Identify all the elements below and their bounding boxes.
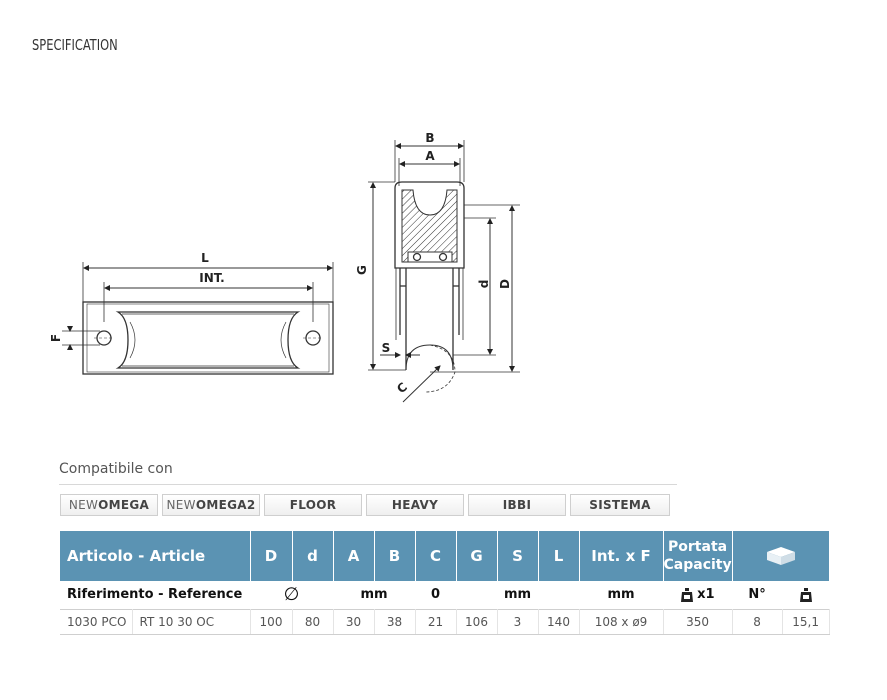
subheader-reference: Riferimento - Reference [67, 587, 243, 603]
dim-label-C: C [394, 380, 410, 397]
header-d: d [292, 531, 334, 581]
dim-label-B: B [425, 131, 434, 145]
section-view [368, 140, 520, 403]
compatible-label: Compatibile con [59, 461, 173, 477]
subheader-zero: 0 [430, 587, 441, 603]
cell-D: 100 [250, 608, 293, 635]
subheader-weight [782, 581, 829, 609]
header-L: L [538, 531, 580, 581]
header-int: Int. x F [579, 531, 664, 581]
header-package [732, 531, 830, 581]
cell-S: 3 [497, 608, 539, 635]
header-G: G [456, 531, 498, 581]
compat-button-ibbi[interactable]: IBBI [468, 494, 566, 516]
side-view [62, 262, 334, 375]
table-header-row: Articolo - Article D d A B C G S L Int. … [60, 531, 830, 581]
header-capacity: Portata Capacity [663, 531, 733, 581]
weight-x1-text: x1 [697, 587, 715, 603]
compat-button-bold-text: OMEGA2 [195, 498, 256, 512]
compat-button-sistema[interactable]: SISTEMA [570, 494, 670, 516]
compat-button-light-text: NEW [68, 498, 99, 512]
table-row: 1030 PCO RT 10 30 OC 100 80 30 38 21 106… [60, 608, 830, 635]
cell-ref: RT 10 30 OC [132, 608, 251, 635]
cell-weight: 15,1 [782, 608, 830, 635]
section-title: SPECIFICATION [32, 36, 118, 54]
compat-button-heavy[interactable]: HEAVY [366, 494, 464, 516]
dim-label-F: F [49, 334, 63, 342]
cell-G: 106 [456, 608, 498, 635]
technical-drawing: L INT. F [49, 131, 520, 403]
compatible-divider [59, 484, 677, 485]
header-capacity-line2: Capacity [663, 557, 732, 573]
dim-label-L: L [201, 251, 209, 265]
compat-button-bold-text: SISTEMA [589, 498, 651, 512]
header-capacity-line1: Portata [668, 539, 728, 555]
table-subheader-row: Riferimento - Reference ∅ mm 0 mm mm x1 … [60, 581, 829, 609]
cell-n: 8 [732, 608, 783, 635]
header-C: C [415, 531, 457, 581]
subheader-mm1: mm [360, 587, 388, 603]
diameter-icon: ∅ [283, 584, 300, 606]
header-B: B [374, 531, 416, 581]
dim-label-A: A [425, 149, 435, 163]
compat-button-floor[interactable]: FLOOR [264, 494, 362, 516]
dim-label-G: G [355, 265, 369, 275]
cell-code: 1030 PCO [60, 608, 133, 635]
cell-C: 21 [415, 608, 457, 635]
compat-button-bold-text: OMEGA [98, 498, 150, 512]
cell-capacity: 350 [663, 608, 733, 635]
cell-B: 38 [374, 608, 416, 635]
header-article: Articolo - Article [60, 531, 251, 581]
dim-label-int: INT. [199, 271, 224, 285]
subheader-mm3: mm [607, 587, 635, 603]
dim-label-d: d [477, 280, 491, 289]
compat-button-bold-text: FLOOR [289, 498, 337, 512]
compat-button-bold-text: IBBI [502, 498, 532, 512]
box-icon [766, 547, 795, 565]
weight-icon [799, 587, 812, 602]
cell-A: 30 [333, 608, 375, 635]
cell-int: 108 x ø9 [579, 608, 664, 635]
compat-button-light-text: NEW [166, 498, 196, 512]
header-S: S [497, 531, 539, 581]
dim-label-D: D [498, 279, 512, 289]
header-D: D [250, 531, 293, 581]
weight-icon [680, 587, 693, 602]
subheader-mm2: mm [503, 587, 532, 603]
compat-button-bold-text: HEAVY [391, 498, 439, 512]
dim-label-S: S [382, 341, 391, 355]
spec-table: Articolo - Article D d A B C G S L Int. … [60, 531, 830, 635]
subheader-number: N° [748, 587, 766, 603]
header-A: A [333, 531, 375, 581]
subheader-weight-x1: x1 [663, 581, 732, 609]
cell-L: 140 [538, 608, 580, 635]
cell-d: 80 [292, 608, 334, 635]
